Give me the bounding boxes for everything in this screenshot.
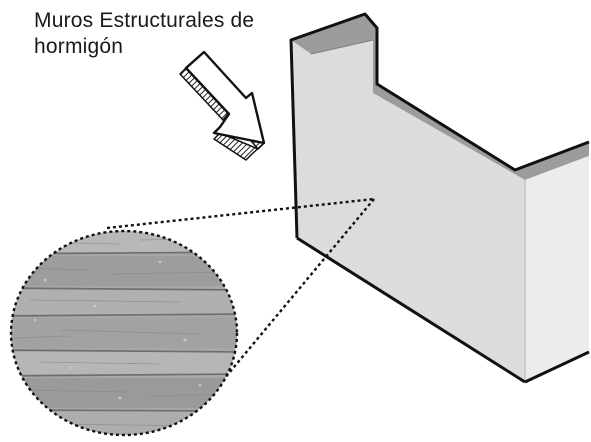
hatched-arrow-icon xyxy=(179,50,266,161)
concrete-wall xyxy=(289,12,590,384)
annotation-line-1: Muros Estructurales de xyxy=(34,9,255,32)
annotation-label: Muros Estructurales de hormigón xyxy=(34,8,324,60)
annotation-line-2: hormigón xyxy=(34,35,124,58)
wall-outline xyxy=(289,12,590,239)
concrete-texture-magnifier xyxy=(9,229,239,437)
wall-side-face xyxy=(525,156,589,380)
wall-front-face xyxy=(291,40,525,380)
zoom-lines xyxy=(106,197,375,380)
